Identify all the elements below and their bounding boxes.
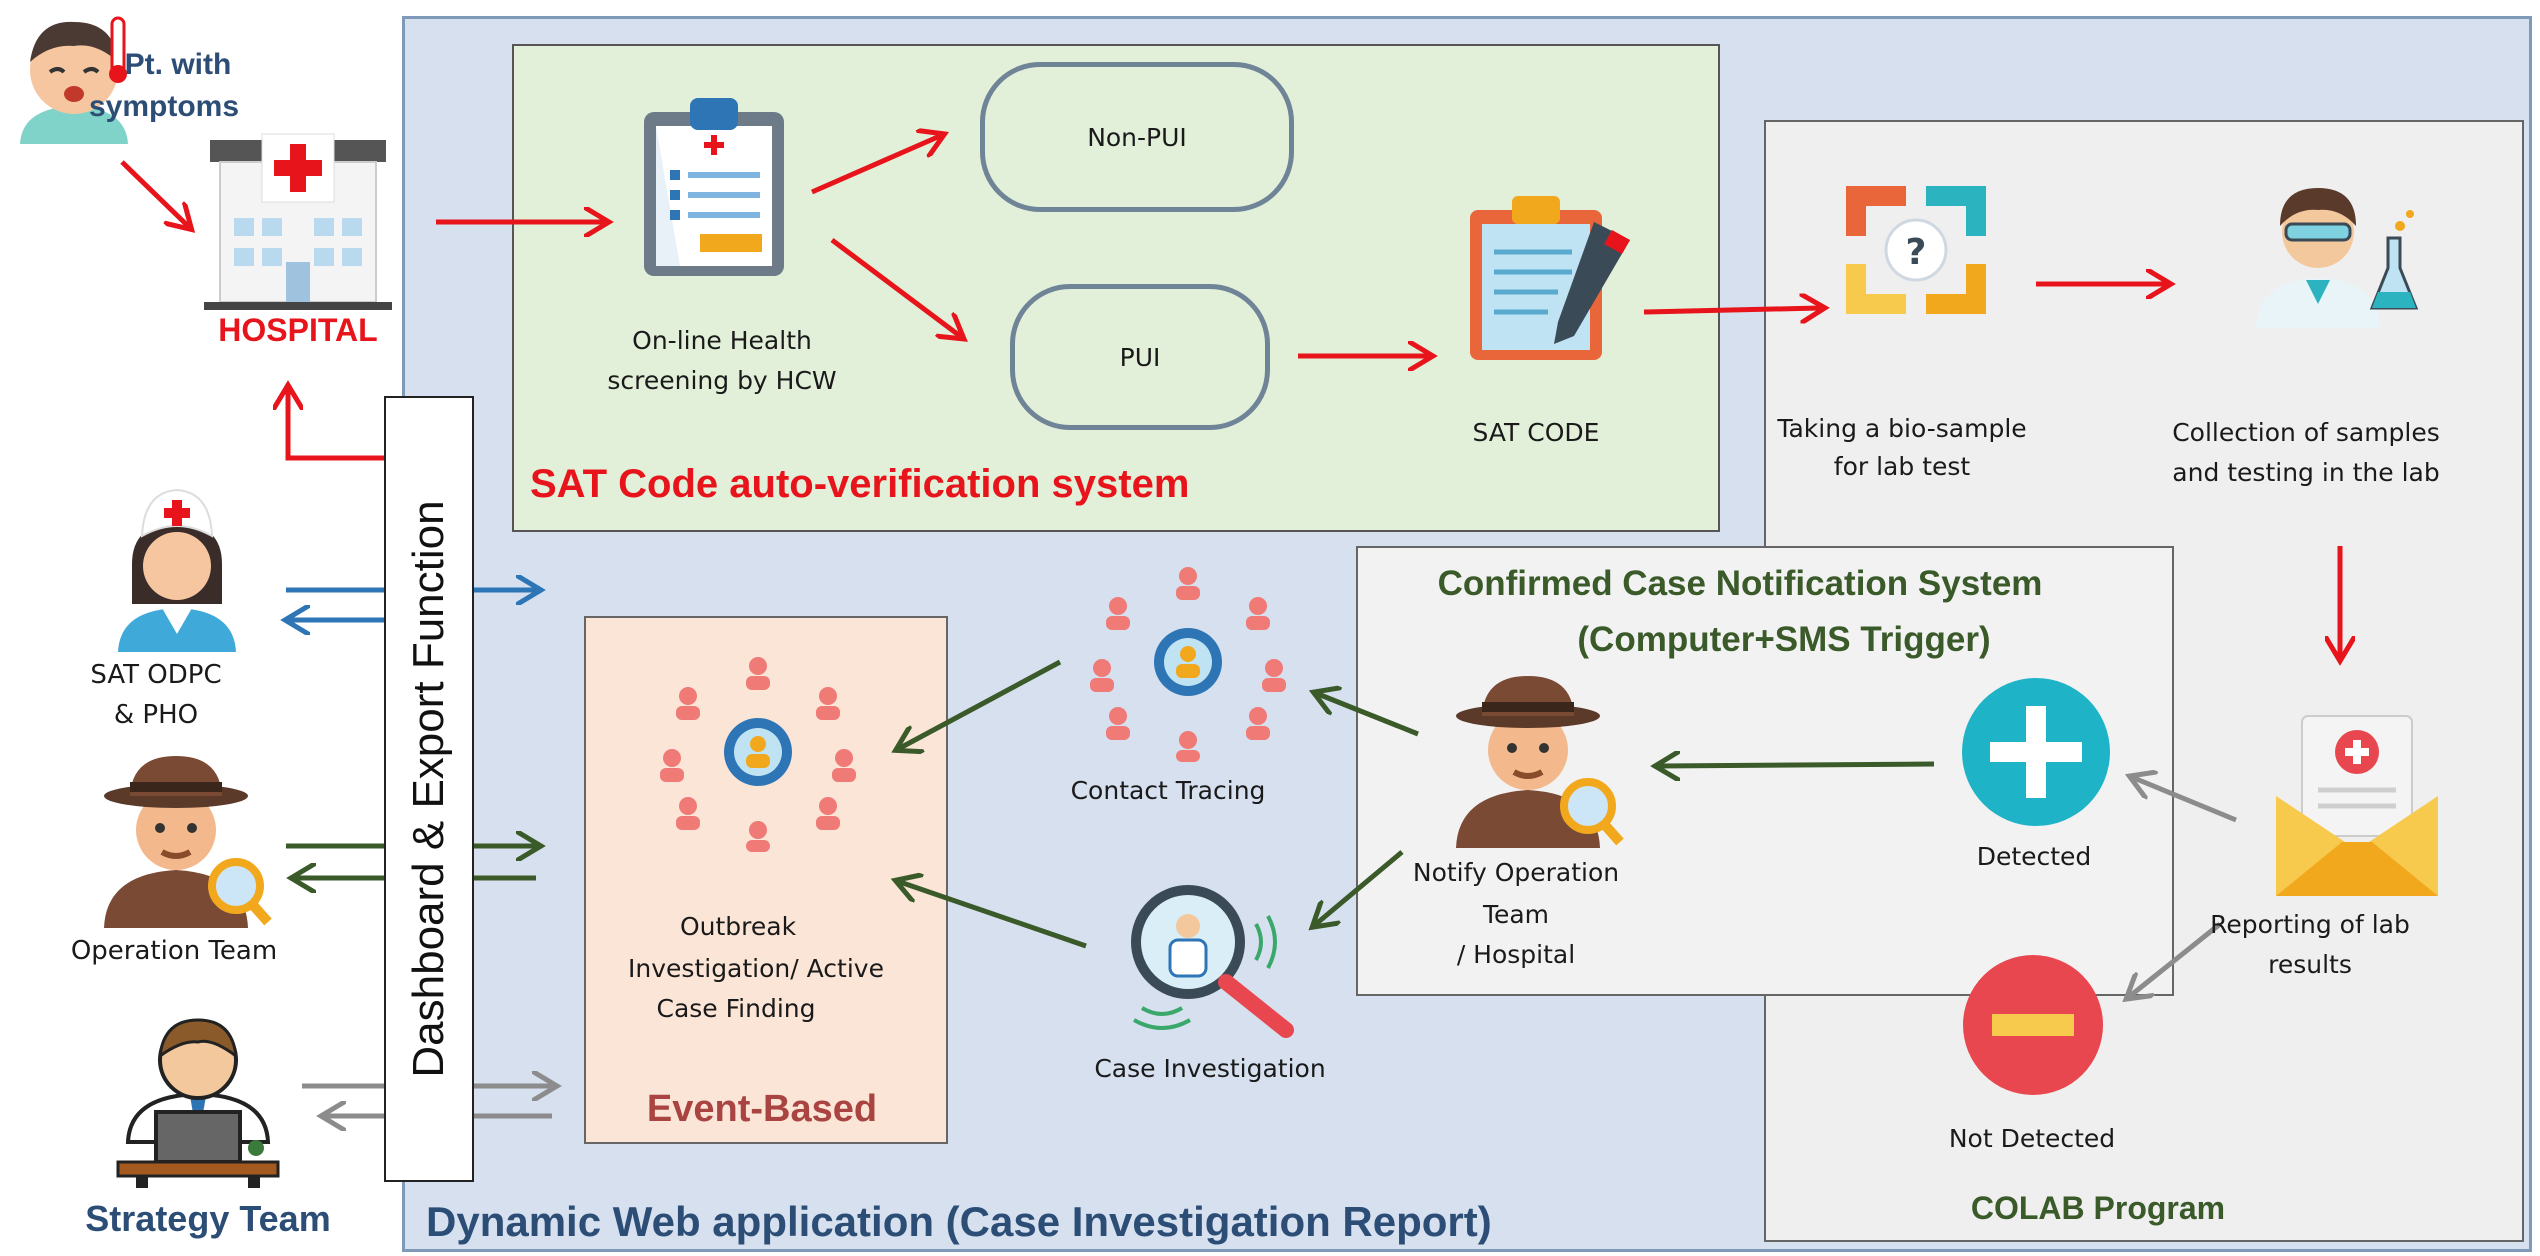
reporting-line1: Reporting of lab <box>2210 910 2410 939</box>
dashboard-export-box[interactable] <box>384 396 474 1182</box>
web-app-title: Dynamic Web application (Case Investigat… <box>426 1198 1492 1245</box>
event-line2: Investigation/ Active <box>628 954 884 983</box>
arrow-screening-pui <box>830 238 960 336</box>
non-pui-oval: Non-PUI <box>980 62 1294 212</box>
bio-sample-line1: Taking a bio-sample <box>1777 414 2027 443</box>
arrow-reporting-notdetected <box>2130 922 2222 996</box>
collection-line1: Collection of samples <box>2172 418 2440 447</box>
notify-detective-icon <box>1456 676 1624 848</box>
dashboard-export-label: Dashboard & Export Function <box>404 500 453 1078</box>
sat-code-document-icon <box>1470 196 1630 360</box>
event-based-panel <box>584 616 948 1144</box>
arrow-case-event <box>900 882 1087 949</box>
notify-line1: Notify Operation <box>1412 858 1620 887</box>
arrow-detected-notify <box>1660 764 1935 766</box>
event-network-icon <box>660 657 856 852</box>
sat-code-label: SAT CODE <box>1472 418 1600 447</box>
bio-sample-line2: for lab test <box>1833 452 1971 481</box>
event-line1: Outbreak <box>679 912 797 941</box>
arrow-dashboard-hospital <box>288 390 384 461</box>
notification-title-line2: (Computer+SMS Trigger) <box>1577 620 1991 659</box>
contact-tracing-label: Contact Tracing <box>1070 776 1266 805</box>
sat-odpc-line2: & PHO <box>113 700 199 730</box>
event-line3: Case Finding <box>656 994 816 1023</box>
event-based-title: Event-Based <box>646 1088 878 1130</box>
arrow-notify-case <box>1316 850 1404 924</box>
colab-title: COLAB Program <box>1970 1190 2226 1226</box>
patient-label-line2: symptoms <box>88 90 240 123</box>
not-detected-label: Not Detected <box>1948 1124 2116 1153</box>
arrow-notify-contact <box>1318 694 1419 737</box>
non-pui-label: Non-PUI <box>1087 122 1187 152</box>
contact-tracing-network-icon <box>1090 567 1286 762</box>
notify-line3: / Hospital <box>1456 940 1576 969</box>
not-detected-minus-icon <box>1963 955 2103 1095</box>
strategy-team-icon <box>116 1018 280 1188</box>
case-investigation-magnifier-icon <box>1131 885 1294 1038</box>
arrow-satcode-biosample <box>1643 308 1820 312</box>
reporting-line2: results <box>2268 950 2352 979</box>
notification-title-line1: Confirmed Case Notification System <box>1437 564 2043 603</box>
lab-scientist-icon <box>2256 188 2419 328</box>
screening-label-line2: screening by HCW <box>607 366 837 395</box>
lab-report-envelope-icon <box>2276 715 2438 896</box>
notify-line2: Team <box>1482 900 1550 929</box>
hospital-label: HOSPITAL <box>218 312 378 348</box>
detected-plus-icon <box>1962 678 2110 826</box>
collection-line2: and testing in the lab <box>2172 458 2440 487</box>
detective-icon <box>104 756 272 928</box>
case-investigation-label: Case Investigation <box>1094 1054 1326 1083</box>
strategy-team-label: Strategy Team <box>85 1198 331 1239</box>
sat-odpc-line1: SAT ODPC <box>90 660 222 690</box>
patient-label-line1: Pt. with <box>124 48 232 81</box>
hospital-icon <box>204 133 392 310</box>
clipboard-screening-icon <box>644 98 784 276</box>
arrow-patient-hospital <box>120 160 188 226</box>
nurse-icon <box>118 488 236 652</box>
sat-system-title: SAT Code auto-verification system <box>530 462 1190 506</box>
arrow-screening-nonpui <box>810 136 940 195</box>
operation-team-label: Operation Team <box>70 936 278 966</box>
svg-text:?: ? <box>1906 232 1927 273</box>
arrow-contact-event <box>900 659 1062 748</box>
bio-sample-question-icon: ? <box>1846 186 1986 314</box>
arrow-reporting-detected <box>2134 778 2237 823</box>
screening-label-line1: On-line Health <box>632 326 812 355</box>
sick-patient-icon <box>20 16 128 144</box>
detected-label: Detected <box>1976 842 2092 871</box>
pui-label: PUI <box>1119 342 1161 372</box>
pui-oval: PUI <box>1010 284 1270 430</box>
